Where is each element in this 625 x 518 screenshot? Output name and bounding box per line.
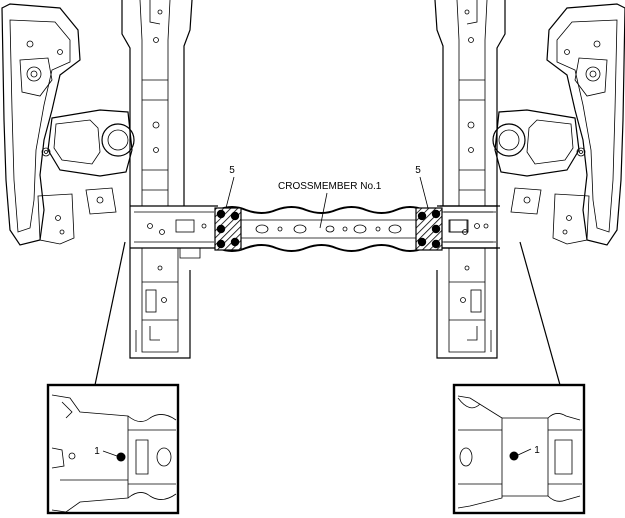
bolt-right-mid xyxy=(431,224,441,234)
bolt-leader-left xyxy=(225,176,235,209)
bolt-right-lower-outer xyxy=(431,239,441,249)
bolt-pad-right xyxy=(415,207,443,251)
right-body-structure xyxy=(434,0,625,359)
detail-bolt-right xyxy=(509,451,519,461)
bolt-left-upper-inner xyxy=(230,211,240,221)
bolt-pad-left xyxy=(214,207,242,251)
detail-leader-left xyxy=(94,241,126,386)
bolt-callout-left: 5 xyxy=(229,165,235,176)
bolt-left-lower-outer xyxy=(216,239,226,249)
bolt-callout-right: 5 xyxy=(415,165,421,176)
detail-view-right: 1 xyxy=(452,383,586,515)
bolt-leader-right xyxy=(419,176,429,209)
bolt-left-lower-inner xyxy=(230,237,240,247)
detail-callout-right: 1 xyxy=(534,445,540,456)
crossmember-leader xyxy=(319,192,328,229)
detail-callout-left: 1 xyxy=(94,446,100,457)
bolt-left-mid xyxy=(216,224,226,234)
bolt-left-upper-outer xyxy=(216,209,226,219)
detail-view-left: 1 xyxy=(46,383,180,515)
bolt-right-lower-inner xyxy=(417,237,427,247)
bolt-right-upper-inner xyxy=(417,211,427,221)
crossmember-label: CROSSMEMBER No.1 xyxy=(278,181,382,192)
detail-leader-right xyxy=(519,241,561,386)
bolt-right-upper-outer xyxy=(431,209,441,219)
crossmember-no1 xyxy=(217,205,500,252)
detail-bolt-left xyxy=(116,452,126,462)
left-body-structure xyxy=(1,0,218,359)
